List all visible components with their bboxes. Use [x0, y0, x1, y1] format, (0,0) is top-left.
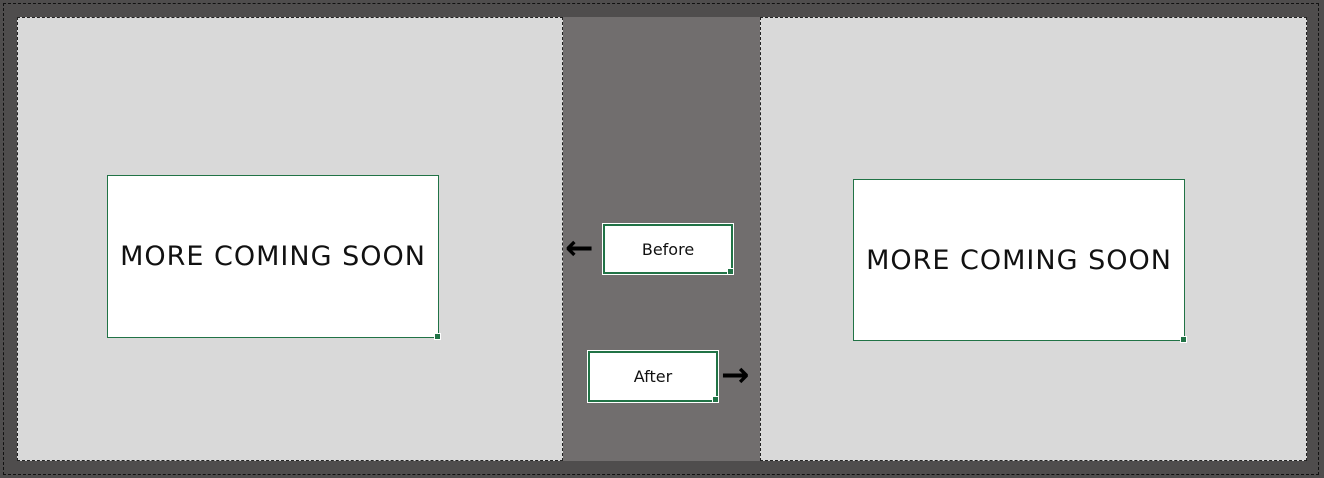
- frame-border-top: [0, 0, 1324, 17]
- arrow-left-icon: ←: [565, 228, 594, 268]
- left-coming-soon-box[interactable]: MORE COMING SOON: [107, 175, 441, 340]
- resize-handle[interactable]: [1180, 336, 1187, 343]
- resize-handle[interactable]: [712, 396, 719, 403]
- frame-border-bottom: [0, 461, 1324, 478]
- right-coming-soon-box[interactable]: MORE COMING SOON: [853, 179, 1187, 343]
- frame-border-left: [0, 0, 17, 478]
- left-coming-soon-text: MORE COMING SOON: [120, 241, 426, 272]
- before-button[interactable]: Before: [602, 223, 734, 275]
- after-button-label: After: [633, 367, 673, 386]
- arrow-right-icon: →: [721, 355, 750, 395]
- right-coming-soon-text: MORE COMING SOON: [866, 244, 1172, 276]
- resize-handle[interactable]: [434, 333, 441, 340]
- before-button-label: Before: [641, 239, 695, 259]
- after-button[interactable]: After: [587, 350, 719, 403]
- resize-handle[interactable]: [727, 268, 734, 275]
- frame-border-right: [1307, 0, 1324, 478]
